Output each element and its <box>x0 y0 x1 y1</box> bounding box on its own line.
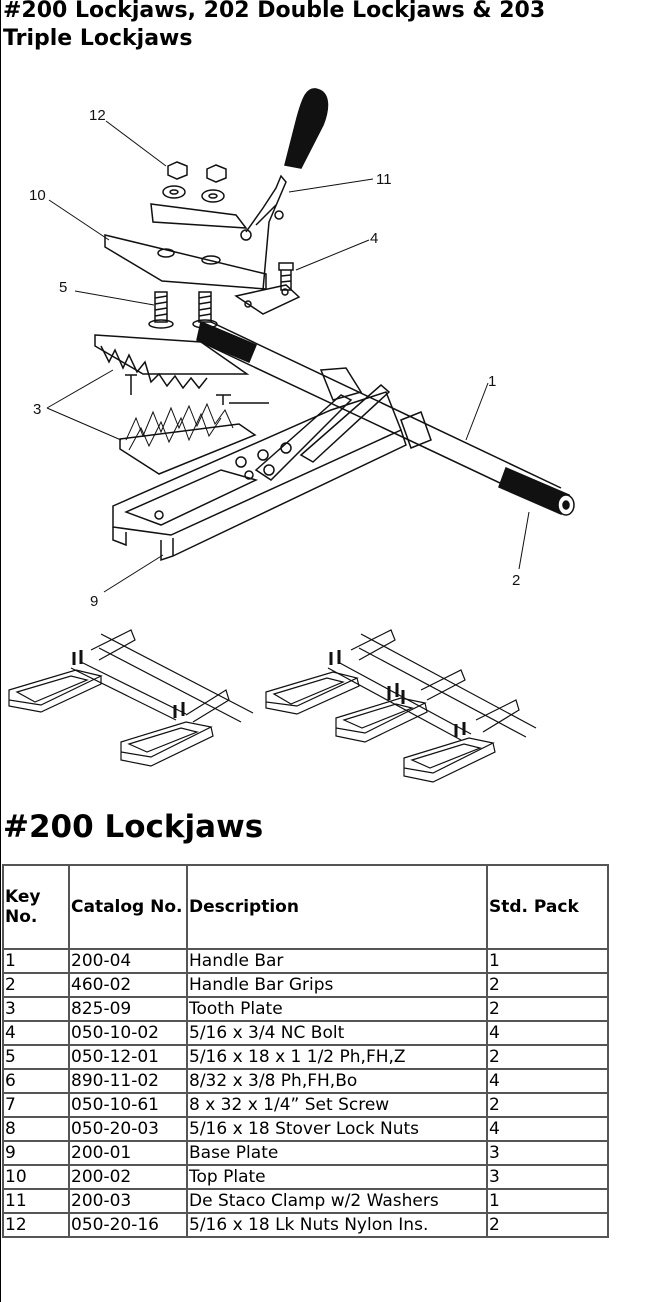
cell-description: 8/32 x 3/8 Ph,FH,Bo <box>186 1068 488 1094</box>
header-description: Description <box>186 864 488 950</box>
cell-std-pack: 2 <box>486 1044 609 1070</box>
cell-key-no: 1 <box>2 948 70 974</box>
lockjaw-parts-diagram: 12 10 11 4 5 3 1 2 9 <box>8 88 575 783</box>
callout-2: 2 <box>512 572 520 589</box>
callout-9: 9 <box>90 593 98 610</box>
cell-description: Handle Bar Grips <box>186 972 488 998</box>
cell-std-pack: 4 <box>486 1116 609 1142</box>
cell-std-pack: 1 <box>486 948 609 974</box>
section-title: #200 Lockjaws <box>3 809 264 845</box>
table-header-row: Key No. Catalog No. Description Std. Pac… <box>2 864 609 950</box>
cell-key-no: 5 <box>2 1044 70 1070</box>
callout-3: 3 <box>33 401 41 418</box>
cell-catalog-no: 200-01 <box>68 1140 188 1166</box>
cell-key-no: 11 <box>2 1188 70 1214</box>
header-std-pack: Std. Pack <box>486 864 609 950</box>
cell-catalog-no: 825-09 <box>68 996 188 1022</box>
cell-std-pack: 1 <box>486 1188 609 1214</box>
bolts <box>148 262 294 329</box>
callout-4: 4 <box>370 230 378 247</box>
leader-lines <box>46 120 530 593</box>
callouts: 12 10 11 4 5 3 1 2 9 <box>29 107 520 610</box>
cell-catalog-no: 890-11-02 <box>68 1068 188 1094</box>
cell-std-pack: 2 <box>486 1212 609 1238</box>
cell-description: 5/16 x 3/4 NC Bolt <box>186 1020 488 1046</box>
cell-key-no: 8 <box>2 1116 70 1142</box>
cell-std-pack: 4 <box>486 1020 609 1046</box>
cell-catalog-no: 200-03 <box>68 1188 188 1214</box>
nuts <box>162 161 227 203</box>
cell-description: 8 x 32 x 1/4” Set Screw <box>186 1092 488 1118</box>
cell-description: Handle Bar <box>186 948 488 974</box>
cell-key-no: 9 <box>2 1140 70 1166</box>
handle-bar <box>196 320 575 516</box>
cell-catalog-no: 050-10-61 <box>68 1092 188 1118</box>
cell-std-pack: 3 <box>486 1140 609 1166</box>
cell-catalog-no: 460-02 <box>68 972 188 998</box>
cell-catalog-no: 050-10-02 <box>68 1020 188 1046</box>
callout-11: 11 <box>376 171 392 188</box>
cell-description: 5/16 x 18 x 1 1/2 Ph,FH,Z <box>186 1044 488 1070</box>
double-lockjaw-assembly <box>8 629 254 767</box>
cell-key-no: 10 <box>2 1164 70 1190</box>
top-plate-and-clamp <box>104 88 329 315</box>
parts-table: Key No. Catalog No. Description Std. Pac… <box>2 864 609 1238</box>
page-title: #200 Lockjaws, 202 Double Lockjaws & 203… <box>3 0 546 51</box>
callout-1: 1 <box>488 373 496 390</box>
callout-10: 10 <box>29 187 46 204</box>
cell-description: De Staco Clamp w/2 Washers <box>186 1188 488 1214</box>
base-plate <box>112 384 407 562</box>
cell-key-no: 6 <box>2 1068 70 1094</box>
cell-description: Top Plate <box>186 1164 488 1190</box>
header-key-no: Key No. <box>2 864 70 950</box>
cell-key-no: 7 <box>2 1092 70 1118</box>
cell-description: 5/16 x 18 Lk Nuts Nylon Ins. <box>186 1212 488 1238</box>
cell-catalog-no: 050-20-16 <box>68 1212 188 1238</box>
cell-catalog-no: 050-12-01 <box>68 1044 188 1070</box>
cell-catalog-no: 200-04 <box>68 948 188 974</box>
cell-description: Tooth Plate <box>186 996 488 1022</box>
cell-key-no: 4 <box>2 1020 70 1046</box>
cell-catalog-no: 050-20-03 <box>68 1116 188 1142</box>
callout-5: 5 <box>59 279 67 296</box>
cell-description: 5/16 x 18 Stover Lock Nuts <box>186 1116 488 1142</box>
cell-key-no: 3 <box>2 996 70 1022</box>
cell-std-pack: 4 <box>486 1068 609 1094</box>
tooth-plates <box>94 334 269 475</box>
cell-std-pack: 2 <box>486 996 609 1022</box>
cell-catalog-no: 200-02 <box>68 1164 188 1190</box>
cell-std-pack: 2 <box>486 1092 609 1118</box>
cell-key-no: 2 <box>2 972 70 998</box>
cell-key-no: 12 <box>2 1212 70 1238</box>
callout-12: 12 <box>89 107 106 124</box>
header-catalog-no: Catalog No. <box>68 864 188 950</box>
cell-std-pack: 3 <box>486 1164 609 1190</box>
cell-std-pack: 2 <box>486 972 609 998</box>
triple-lockjaw-assembly <box>265 629 537 783</box>
cell-description: Base Plate <box>186 1140 488 1166</box>
